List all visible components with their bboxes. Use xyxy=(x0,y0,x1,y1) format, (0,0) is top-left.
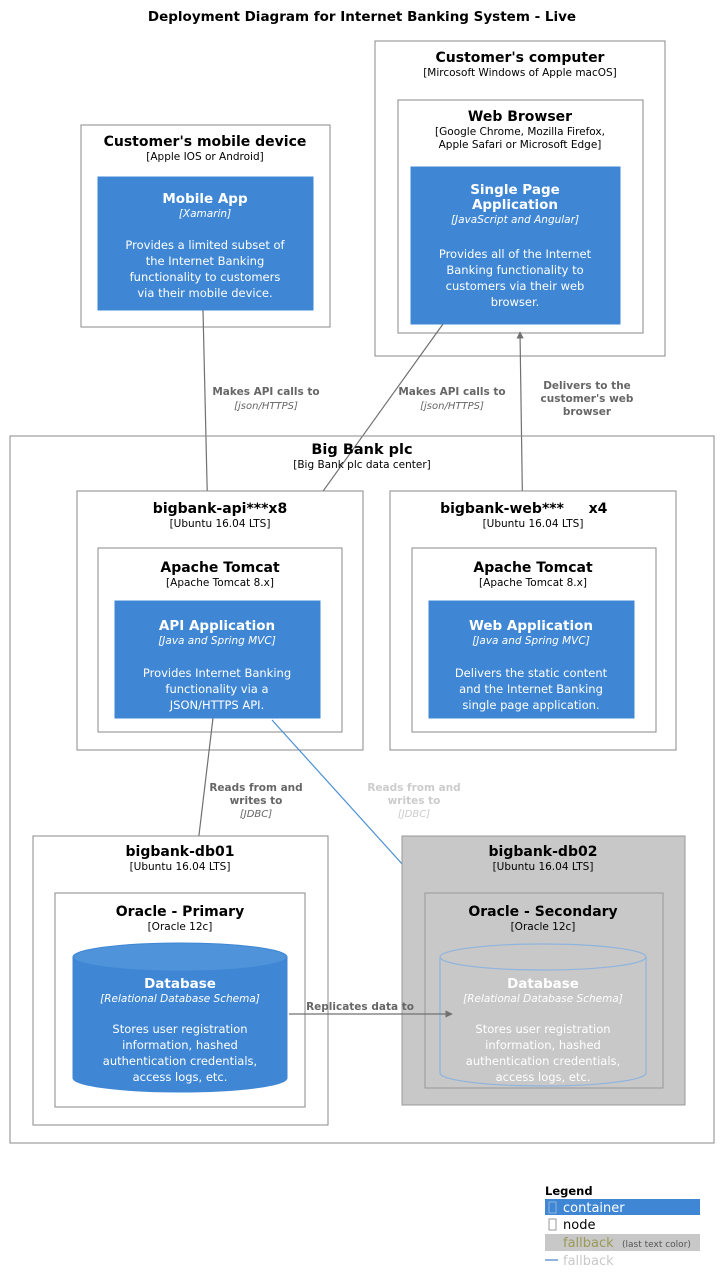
container-api-application-desc-1: functionality via a xyxy=(165,682,268,696)
container-web-application-title: Web Application xyxy=(469,618,593,634)
node-bigbank-db01-title: bigbank-db01 xyxy=(126,844,235,860)
node-bigbank-web-instances: x4 xyxy=(589,501,608,517)
container-spa-title-line2: Application xyxy=(472,197,558,213)
container-spa-desc-3: browser. xyxy=(491,295,540,309)
relationship-label-api-to-db02-line2: writes to xyxy=(388,795,441,807)
node-tomcat-api-subtitle: [Apache Tomcat 8.x] xyxy=(166,577,274,589)
legend: Legend container node fallback (last tex… xyxy=(545,1184,700,1269)
database-primary-cylinder-body xyxy=(72,956,288,1093)
container-spa-desc-1: Banking functionality to xyxy=(446,263,583,277)
node-customers-computer-subtitle: [Mircosoft Windows of Apple macOS] xyxy=(423,67,617,79)
container-database-primary-desc-1: information, hashed xyxy=(122,1038,238,1052)
legend-note-last-text-color: (last text color) xyxy=(622,1240,691,1250)
node-bigbank-api-subtitle: [Ubuntu 16.04 LTS] xyxy=(170,518,271,530)
relationship-label-mobile-to-api: Makes API calls to xyxy=(212,386,319,398)
node-bigbank-db02-subtitle: [Ubuntu 16.04 LTS] xyxy=(493,861,594,873)
container-database-secondary-desc-1: information, hashed xyxy=(485,1038,601,1052)
node-mobile-device-subtitle: [Apple IOS or Android] xyxy=(146,151,263,163)
node-tomcat-api-title: Apache Tomcat xyxy=(160,560,280,576)
container-database-primary-desc-3: access logs, etc. xyxy=(133,1070,228,1084)
node-oracle-secondary-title: Oracle - Secondary xyxy=(468,904,617,920)
database-secondary-cylinder-body xyxy=(439,957,647,1087)
node-oracle-secondary xyxy=(424,892,664,1089)
boundary-big-bank-subtitle: [Big Bank plc data center] xyxy=(293,459,431,471)
relationship-tech-mobile-to-api: [json/HTTPS] xyxy=(234,401,298,412)
container-database-primary-title: Database xyxy=(144,976,216,992)
legend-label-container: container xyxy=(563,1201,625,1216)
legend-title: Legend xyxy=(545,1184,593,1198)
relationship-label-api-to-db02-line1: Reads from and xyxy=(367,782,460,794)
node-web-browser-subtitle-line1: [Google Chrome, Mozilla Firefox, xyxy=(435,126,605,138)
legend-missing-glyph-icon-node xyxy=(548,1218,557,1231)
container-spa-title-line1: Single Page xyxy=(470,182,560,198)
container-mobile-app-desc-2: functionality to customers xyxy=(130,270,281,284)
relationship-tech-api-to-db02: [JDBC] xyxy=(398,809,430,820)
legend-label-fallback-swatch: fallback xyxy=(563,1236,614,1251)
container-web-application-technology: [Java and Spring MVC] xyxy=(472,635,590,647)
node-tomcat-web-subtitle: [Apache Tomcat 8.x] xyxy=(479,577,587,589)
container-mobile-app-desc-1: the Internet Banking xyxy=(146,254,265,268)
relationship-label-db01-to-db02: Replicates data to xyxy=(306,1001,414,1013)
node-oracle-primary-subtitle: [Oracle 12c] xyxy=(148,921,213,933)
legend-swatch-fallback xyxy=(545,1234,700,1251)
container-mobile-app-desc-3: via their mobile device. xyxy=(137,286,272,300)
node-tomcat-web-title: Apache Tomcat xyxy=(473,560,593,576)
relationship-label-web-to-browser-line3: browser xyxy=(563,406,612,418)
container-database-primary-technology: [Relational Database Schema] xyxy=(100,993,260,1005)
node-bigbank-db02-title: bigbank-db02 xyxy=(489,844,598,860)
container-spa-desc-0: Provides all of the Internet xyxy=(439,247,592,261)
node-bigbank-api-title: bigbank-api***x8 xyxy=(153,501,287,517)
container-database-primary[interactable]: Database [Relational Database Schema] St… xyxy=(72,942,288,1093)
boundary-big-bank-plc xyxy=(9,435,715,1144)
container-mobile-app-technology: [Xamarin] xyxy=(179,208,231,220)
node-bigbank-web-subtitle: [Ubuntu 16.04 LTS] xyxy=(483,518,584,530)
node-web-browser-title: Web Browser xyxy=(468,109,572,125)
container-web-application[interactable] xyxy=(428,600,635,719)
relationship-label-web-to-browser-line1: Delivers to the xyxy=(543,380,631,392)
container-api-application-desc-2: JSON/HTTPS API. xyxy=(169,698,264,712)
container-web-application-desc-2: single page application. xyxy=(462,698,599,712)
node-web-browser-subtitle-line2: Apple Safari or Microsoft Edge] xyxy=(439,139,602,151)
container-database-secondary-desc-2: authentication credentials, xyxy=(466,1054,620,1068)
node-oracle-primary-title: Oracle - Primary xyxy=(116,904,244,920)
legend-swatch-container xyxy=(545,1199,700,1215)
relationship-tech-api-to-db01: [JDBC] xyxy=(240,809,272,820)
container-api-application-title: API Application xyxy=(159,618,275,634)
container-database-primary-desc-2: authentication credentials, xyxy=(103,1054,257,1068)
container-spa-technology: [JavaScript and Angular] xyxy=(451,214,579,226)
container-mobile-app-desc-0: Provides a limited subset of xyxy=(125,238,285,252)
node-bigbank-web-title: bigbank-web*** xyxy=(440,501,564,517)
container-spa-desc-2: customers via their web xyxy=(446,279,585,293)
container-api-application[interactable] xyxy=(114,600,321,719)
container-database-secondary-technology: [Relational Database Schema] xyxy=(463,993,623,1005)
container-mobile-app[interactable] xyxy=(97,176,314,311)
container-database-primary-desc-0: Stores user registration xyxy=(112,1022,247,1036)
container-api-application-technology: [Java and Spring MVC] xyxy=(158,635,276,647)
relationship-tech-spa-to-api: [json/HTTPS] xyxy=(420,401,484,412)
database-primary-cylinder-top xyxy=(72,942,288,972)
legend-label-fallback-line: fallback xyxy=(563,1254,614,1269)
container-web-application-desc-0: Delivers the static content xyxy=(455,666,608,680)
container-database-secondary-desc-0: Stores user registration xyxy=(475,1022,610,1036)
relationship-label-web-to-browser-line2: customer's web xyxy=(541,393,634,405)
node-mobile-device-title: Customer's mobile device xyxy=(104,134,307,150)
legend-label-node: node xyxy=(563,1218,595,1233)
node-customers-computer-title: Customer's computer xyxy=(436,50,605,66)
container-api-application-desc-0: Provides Internet Banking xyxy=(143,666,291,680)
container-single-page-application[interactable] xyxy=(410,166,621,325)
node-bigbank-db01-subtitle: [Ubuntu 16.04 LTS] xyxy=(130,861,231,873)
container-mobile-app-title: Mobile App xyxy=(162,191,248,207)
database-secondary-cylinder-top xyxy=(439,943,647,971)
relationship-label-spa-to-api: Makes API calls to xyxy=(398,386,505,398)
container-web-application-desc-1: and the Internet Banking xyxy=(459,682,603,696)
relationship-label-api-to-db01-line1: Reads from and xyxy=(209,782,302,794)
container-database-secondary-desc-3: access logs, etc. xyxy=(496,1070,591,1084)
boundary-big-bank-title: Big Bank plc xyxy=(311,442,412,458)
page-title: Deployment Diagram for Internet Banking … xyxy=(148,9,576,25)
relationship-label-api-to-db01-line2: writes to xyxy=(230,795,283,807)
legend-missing-glyph-icon-container xyxy=(548,1201,557,1214)
container-database-secondary-title: Database xyxy=(507,976,579,992)
container-database-secondary[interactable]: Database [Relational Database Schema] St… xyxy=(439,943,647,1087)
node-oracle-secondary-subtitle: [Oracle 12c] xyxy=(511,921,576,933)
